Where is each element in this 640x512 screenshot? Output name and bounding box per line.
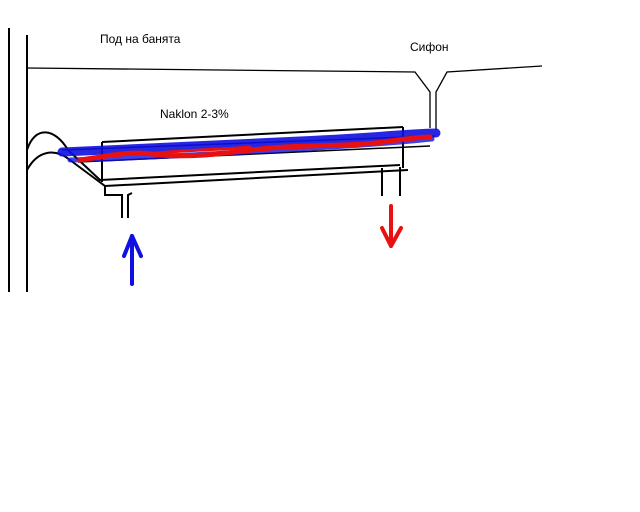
bath-floor-label: Под на банята xyxy=(100,32,181,46)
wall xyxy=(8,28,28,292)
inlet-pipe xyxy=(104,186,133,218)
outlet-pipe xyxy=(381,167,401,196)
bath-floor-line xyxy=(26,65,543,130)
siphon-label: Сифон xyxy=(410,40,449,54)
cold-inlet-arrow-icon xyxy=(122,234,143,286)
hot-water-flow xyxy=(77,134,433,163)
slope-label: Naklon 2-3% xyxy=(160,107,229,121)
warm-outlet-arrow-icon xyxy=(380,204,403,248)
cold-water-flow xyxy=(57,128,441,163)
